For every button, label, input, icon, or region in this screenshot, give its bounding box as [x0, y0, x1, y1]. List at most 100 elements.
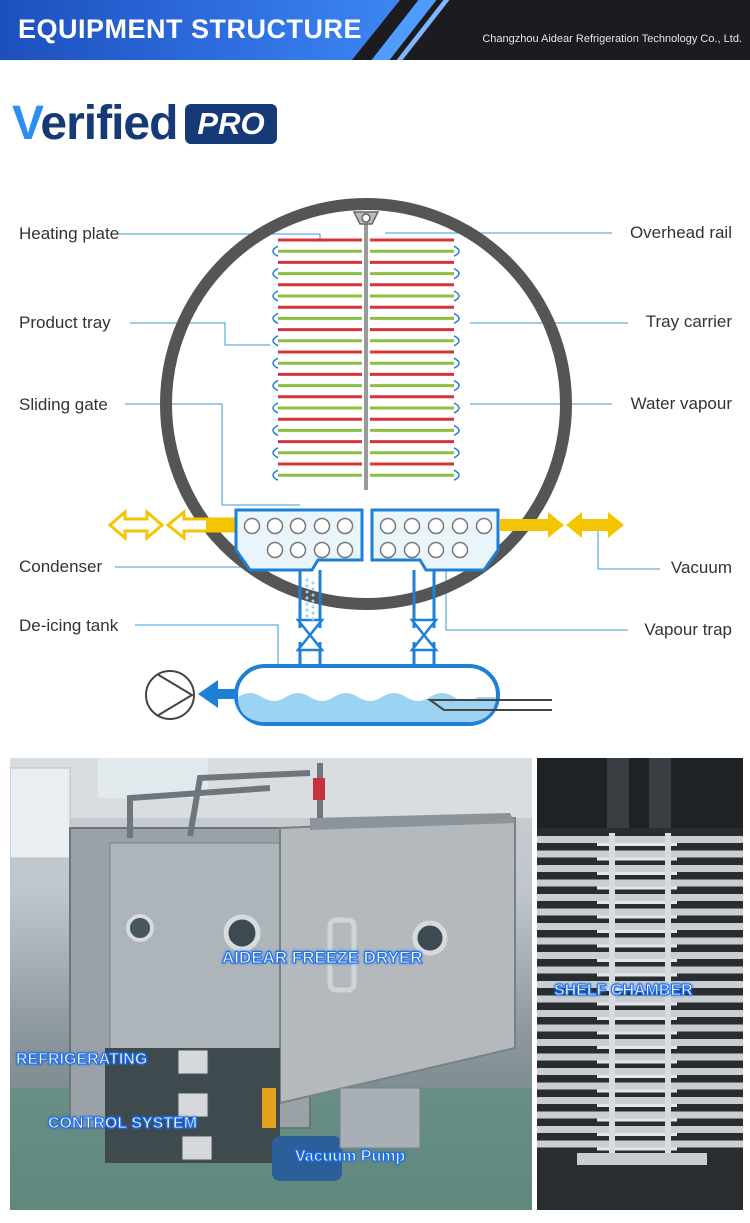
shelf-plate [537, 995, 743, 1003]
vapour-loop [272, 357, 279, 369]
ice-dot [305, 578, 309, 582]
shelf-plate [537, 894, 743, 901]
freeze-dryer-illustration [10, 758, 532, 1210]
label-vapour-trap: Vapour trap [644, 620, 732, 639]
heat-coil [426, 699, 552, 711]
label-aidear-freeze-dryer: AIDEAR FREEZE DRYER [222, 948, 424, 968]
control-boxes [177, 1049, 213, 1161]
rail-support [607, 758, 629, 828]
ice-dot [311, 581, 315, 585]
shelf-plate [537, 1024, 743, 1032]
verified-pro-badge: Verified PRO [12, 96, 277, 152]
header-banner: EQUIPMENT STRUCTURE Changzhou Aidear Ref… [0, 0, 750, 60]
vapour-loop [453, 447, 460, 459]
vapour-loop [453, 469, 460, 481]
shelf-plate [537, 1053, 743, 1061]
rail-support [649, 758, 671, 828]
shelf-tray [597, 944, 677, 948]
shelf-tray [597, 1031, 677, 1035]
vapour-loop [272, 469, 279, 481]
coil-tube [313, 541, 331, 559]
shelf-tray [597, 1147, 677, 1151]
ice-dot [305, 608, 309, 612]
ice-dot [305, 590, 309, 594]
label-sliding-gate: Sliding gate [19, 395, 108, 414]
ice-dot [311, 593, 315, 597]
ice-dot [305, 596, 309, 600]
coil-tube [379, 541, 397, 559]
shelf-tray [597, 930, 677, 933]
shelf-tray [597, 901, 677, 904]
vacuum-chamber-ring [160, 198, 572, 610]
coil-tube [336, 541, 354, 559]
label-vacuum-pump: Vacuum Pump [294, 1148, 406, 1166]
coil-tube [403, 517, 421, 535]
coil-tube [243, 517, 261, 535]
coil-tube [313, 517, 331, 535]
vapour-trap-coils [379, 517, 493, 559]
label-tray-carrier: Tray carrier [645, 312, 732, 331]
vapour-loop [272, 245, 279, 257]
diagram-drawing [107, 198, 660, 726]
shelf-tray [597, 1060, 677, 1064]
label-overhead-rail: Overhead rail [629, 223, 732, 242]
shelf-rows [537, 833, 743, 1153]
ice-dot [305, 584, 309, 588]
verified-rest: erified [40, 97, 178, 150]
drain-outlet [145, 670, 236, 720]
condenser-left [234, 508, 364, 572]
yellow-pipe [262, 1088, 276, 1128]
coil-tube [266, 541, 284, 559]
hanger-hook-icon [352, 211, 380, 225]
shelf-tray [597, 1017, 677, 1020]
vacuum-pump-body [272, 1136, 342, 1181]
pump-icon [145, 670, 195, 720]
factory-ceiling [10, 758, 532, 818]
coil-tube [266, 517, 284, 535]
door-handle [327, 917, 357, 993]
vapour-loop [453, 424, 460, 437]
valve-icon [409, 618, 439, 652]
carrier-post [609, 833, 615, 1153]
ice-dot [311, 611, 315, 615]
shelf-tray [597, 1133, 677, 1136]
valve-icon [295, 618, 325, 652]
vacuum-arrows-right [500, 512, 624, 538]
carrier-post [665, 833, 671, 1153]
shelf-plate [537, 879, 743, 887]
valves [295, 618, 439, 652]
label-water-vapour: Water vapour [630, 394, 732, 413]
leader-product-tray [130, 322, 270, 346]
side-panel [109, 842, 301, 1054]
pro-tag: PRO [185, 104, 277, 144]
right-arrow-icon [500, 512, 564, 538]
coil-tube [403, 541, 421, 559]
vapour-loop [272, 312, 279, 325]
vapour-loop [272, 335, 279, 347]
shelf-plate [537, 966, 743, 974]
label-condenser: Condenser [19, 557, 103, 576]
sight-glass [412, 920, 448, 956]
shelf-tray [597, 1075, 677, 1078]
vapour-loop [272, 424, 279, 437]
condenser-right [370, 508, 500, 572]
ice-dot [311, 587, 315, 591]
double-arrow-icon [566, 512, 624, 538]
door-top [310, 813, 515, 830]
pump-triangle [156, 673, 194, 717]
shelf-plate [537, 923, 743, 930]
label-de-icing-tank: De-icing tank [19, 616, 119, 635]
pipe-manifold [339, 1087, 421, 1149]
shelf-tray [597, 915, 677, 919]
coil-tube [427, 517, 445, 535]
equipment-diagram: Heating plate Product tray Sliding gate … [0, 180, 750, 740]
page-title: EQUIPMENT STRUCTURE [18, 14, 363, 44]
shelf-tray [597, 1002, 677, 1006]
coil-tube [475, 517, 493, 535]
shelf-plate [537, 836, 743, 843]
leader-sliding-gate [125, 403, 300, 506]
shelf-plate [537, 937, 743, 945]
ice-dot [311, 605, 315, 609]
shelf-stack [272, 238, 460, 481]
